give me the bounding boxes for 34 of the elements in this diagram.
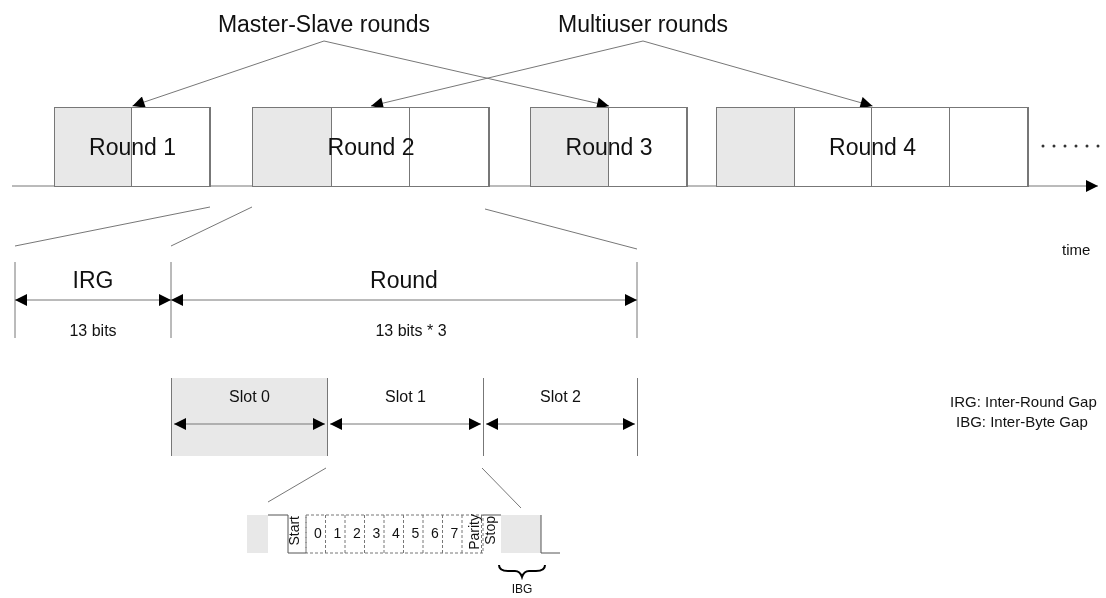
text-label: IRG: Inter-Round Gap <box>950 394 1097 411</box>
slot-label: Slot 2 <box>539 388 582 406</box>
bit-label: Stop <box>483 516 499 545</box>
bit-label: Start <box>287 516 303 546</box>
bit-label: 2 <box>353 526 361 542</box>
text-label: IBG <box>511 583 533 597</box>
text-label: IBG: Inter-Byte Gap <box>956 414 1088 431</box>
bit-label: 1 <box>333 526 342 542</box>
group-heading: Master-Slave rounds <box>194 10 454 40</box>
group-heading: Multiuser rounds <box>528 10 758 40</box>
round-frame <box>252 107 490 187</box>
text-label: Round <box>370 268 438 294</box>
text-label: 13 bits <box>69 322 117 340</box>
slot-label: Slot 1 <box>384 388 427 406</box>
text-label: time <box>1062 242 1091 259</box>
round-frame <box>530 107 688 187</box>
text-label: IRG <box>72 268 114 294</box>
bit-label: Parity <box>467 514 482 550</box>
bit-label: 7 <box>450 526 459 542</box>
slot-box <box>171 378 328 456</box>
bit-label: 0 <box>314 526 322 542</box>
round-frame <box>716 107 1029 187</box>
round-frame <box>54 107 211 187</box>
arrow <box>132 40 325 108</box>
bit-label: 3 <box>372 526 381 542</box>
slot-label: Slot 0 <box>228 388 271 406</box>
slot-box <box>483 378 638 456</box>
bit-label: 6 <box>431 526 439 542</box>
round-label: Round 3 <box>564 133 654 161</box>
bit-label: 5 <box>411 526 420 542</box>
arrow <box>642 40 873 109</box>
round-label: Round 1 <box>88 133 177 161</box>
bit-label: 4 <box>392 526 400 542</box>
text-label: 13 bits * 3 <box>375 322 447 340</box>
